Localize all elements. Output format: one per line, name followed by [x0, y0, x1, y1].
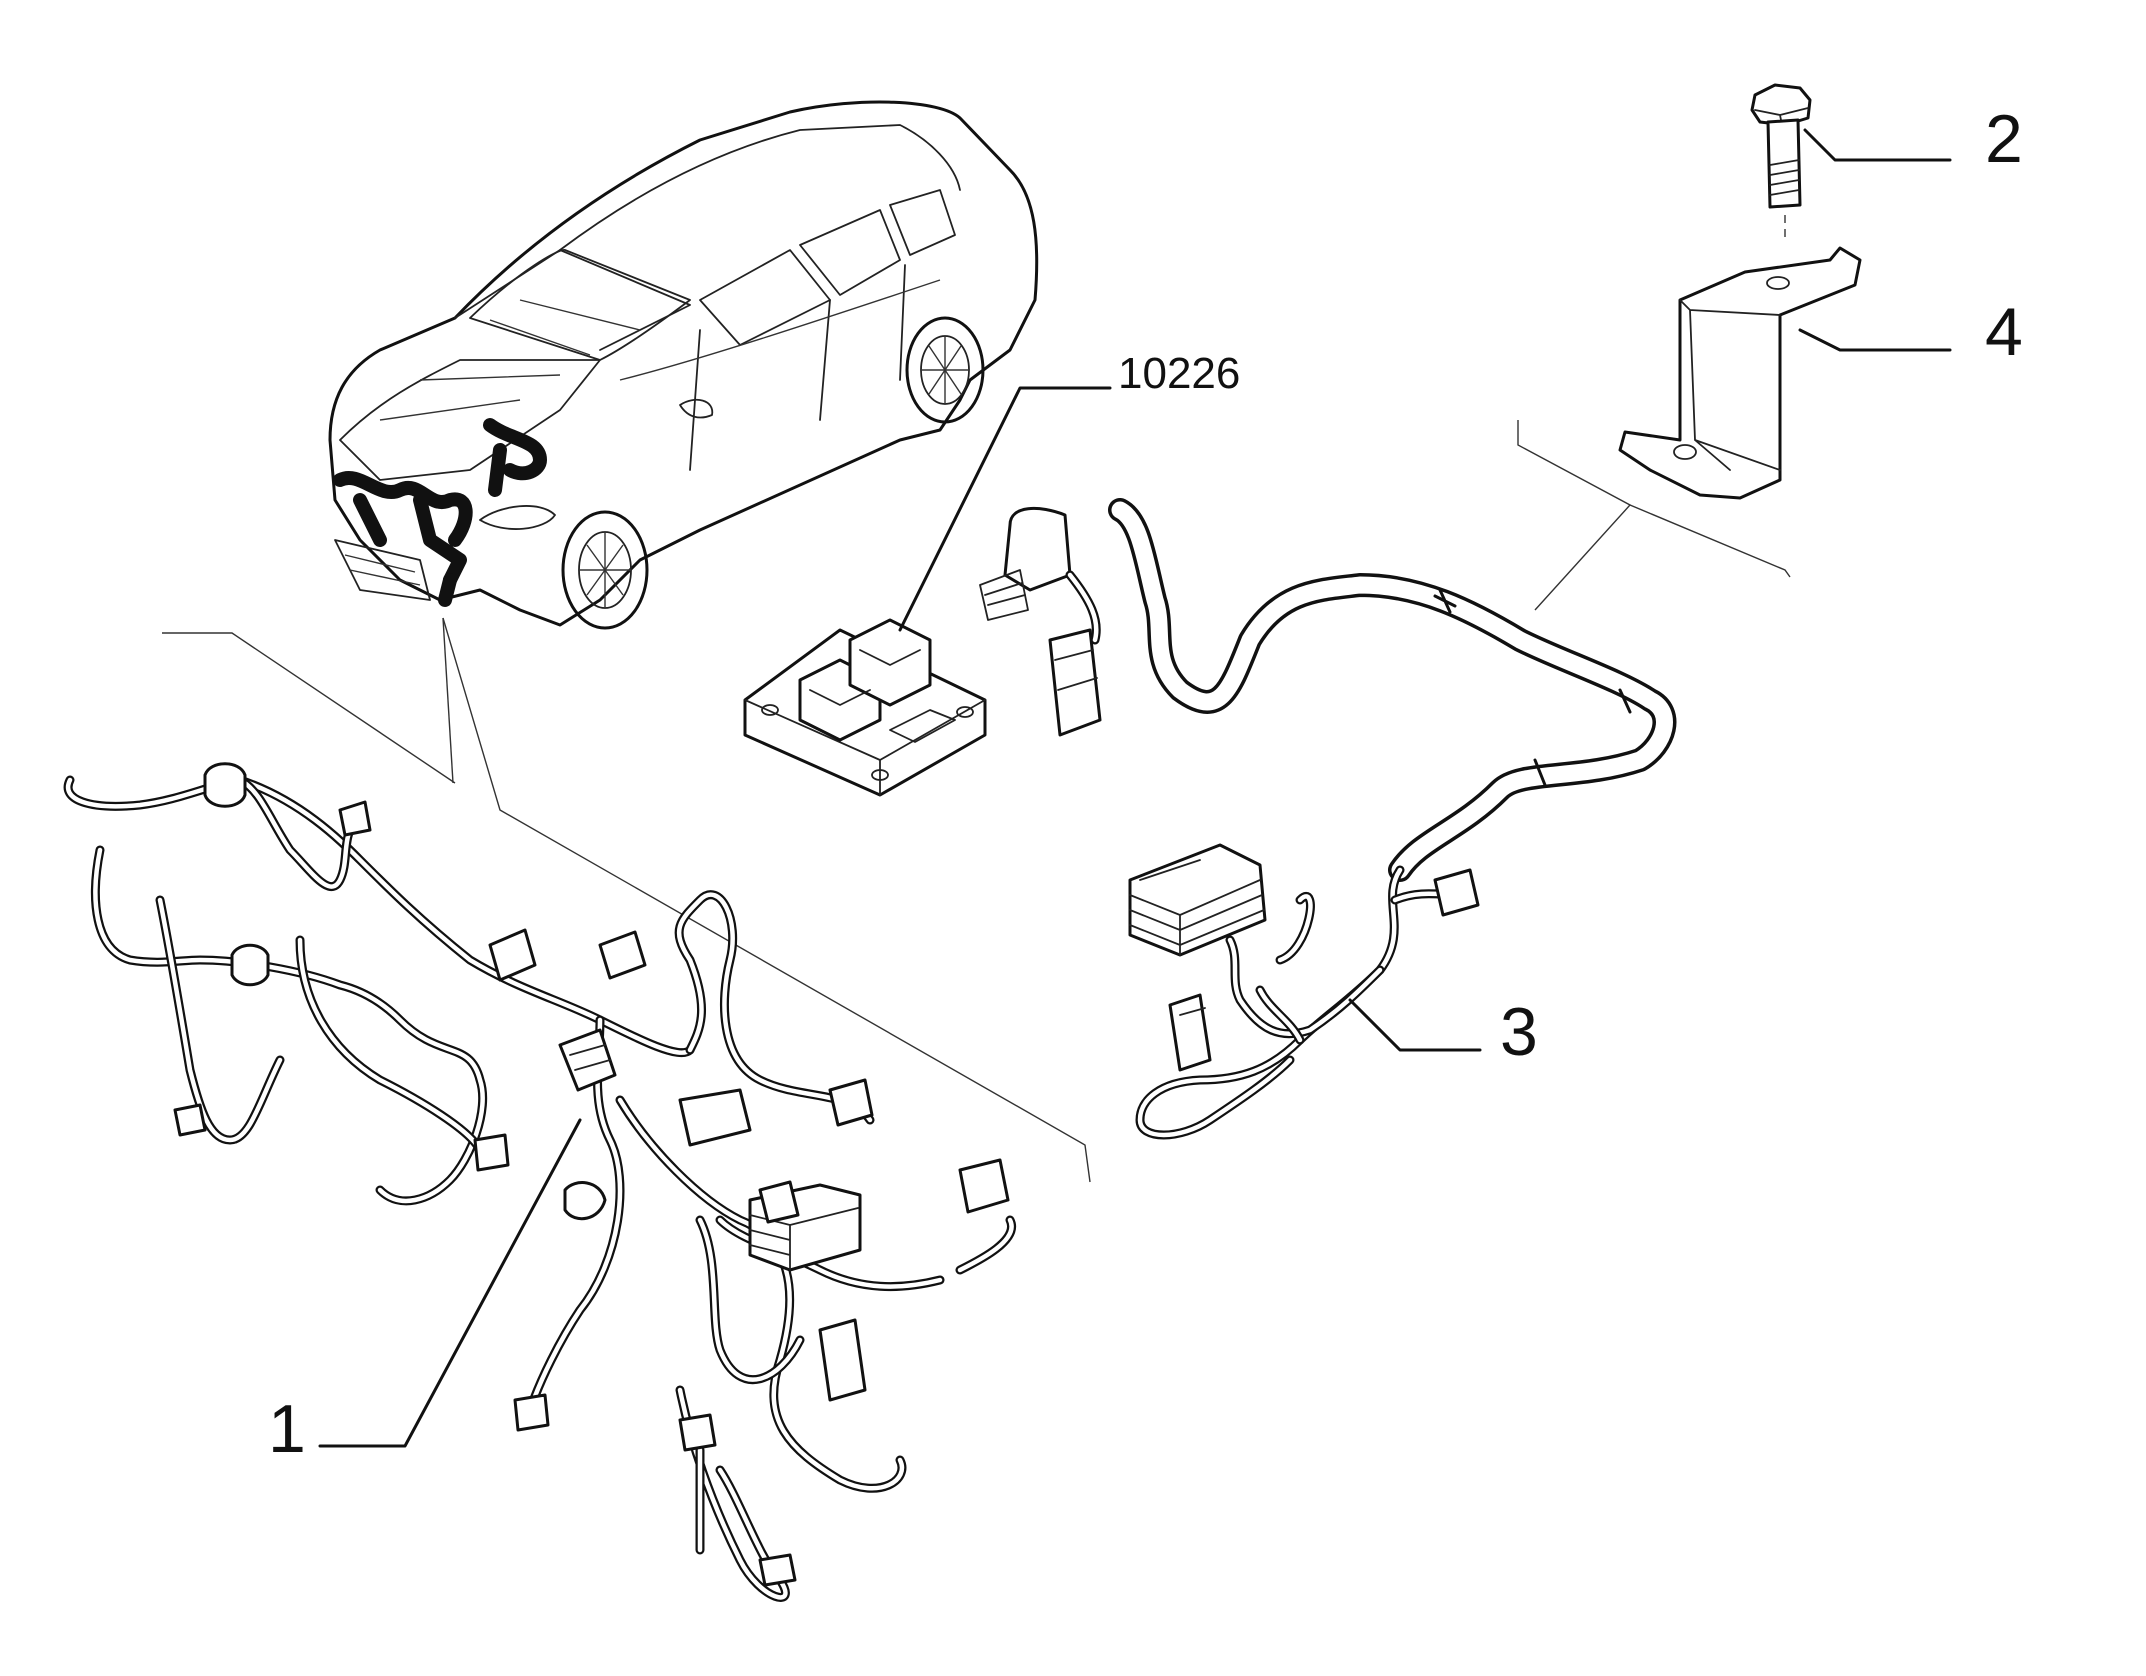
guide-lines: [162, 420, 1791, 1183]
leader-4: [1798, 328, 1952, 352]
bolt: [1750, 83, 1812, 240]
leader-10226: [898, 386, 1112, 632]
leader-2: [1803, 128, 1952, 162]
callout-10226: 10226: [1118, 349, 1240, 398]
callout-2: 2: [1985, 101, 2023, 177]
leader-3: [1348, 998, 1482, 1052]
harness-module: [979, 498, 1677, 1140]
harness-front: [63, 762, 1017, 1602]
callout-1: 1: [268, 1391, 306, 1467]
leader-lines: [318, 128, 1952, 1448]
callout-4: 4: [1985, 294, 2023, 370]
control-unit: [743, 618, 987, 797]
car-illustration: [328, 100, 1039, 630]
leader-1: [318, 1118, 582, 1448]
bracket: [1618, 246, 1862, 500]
callout-3: 3: [1500, 994, 1538, 1070]
